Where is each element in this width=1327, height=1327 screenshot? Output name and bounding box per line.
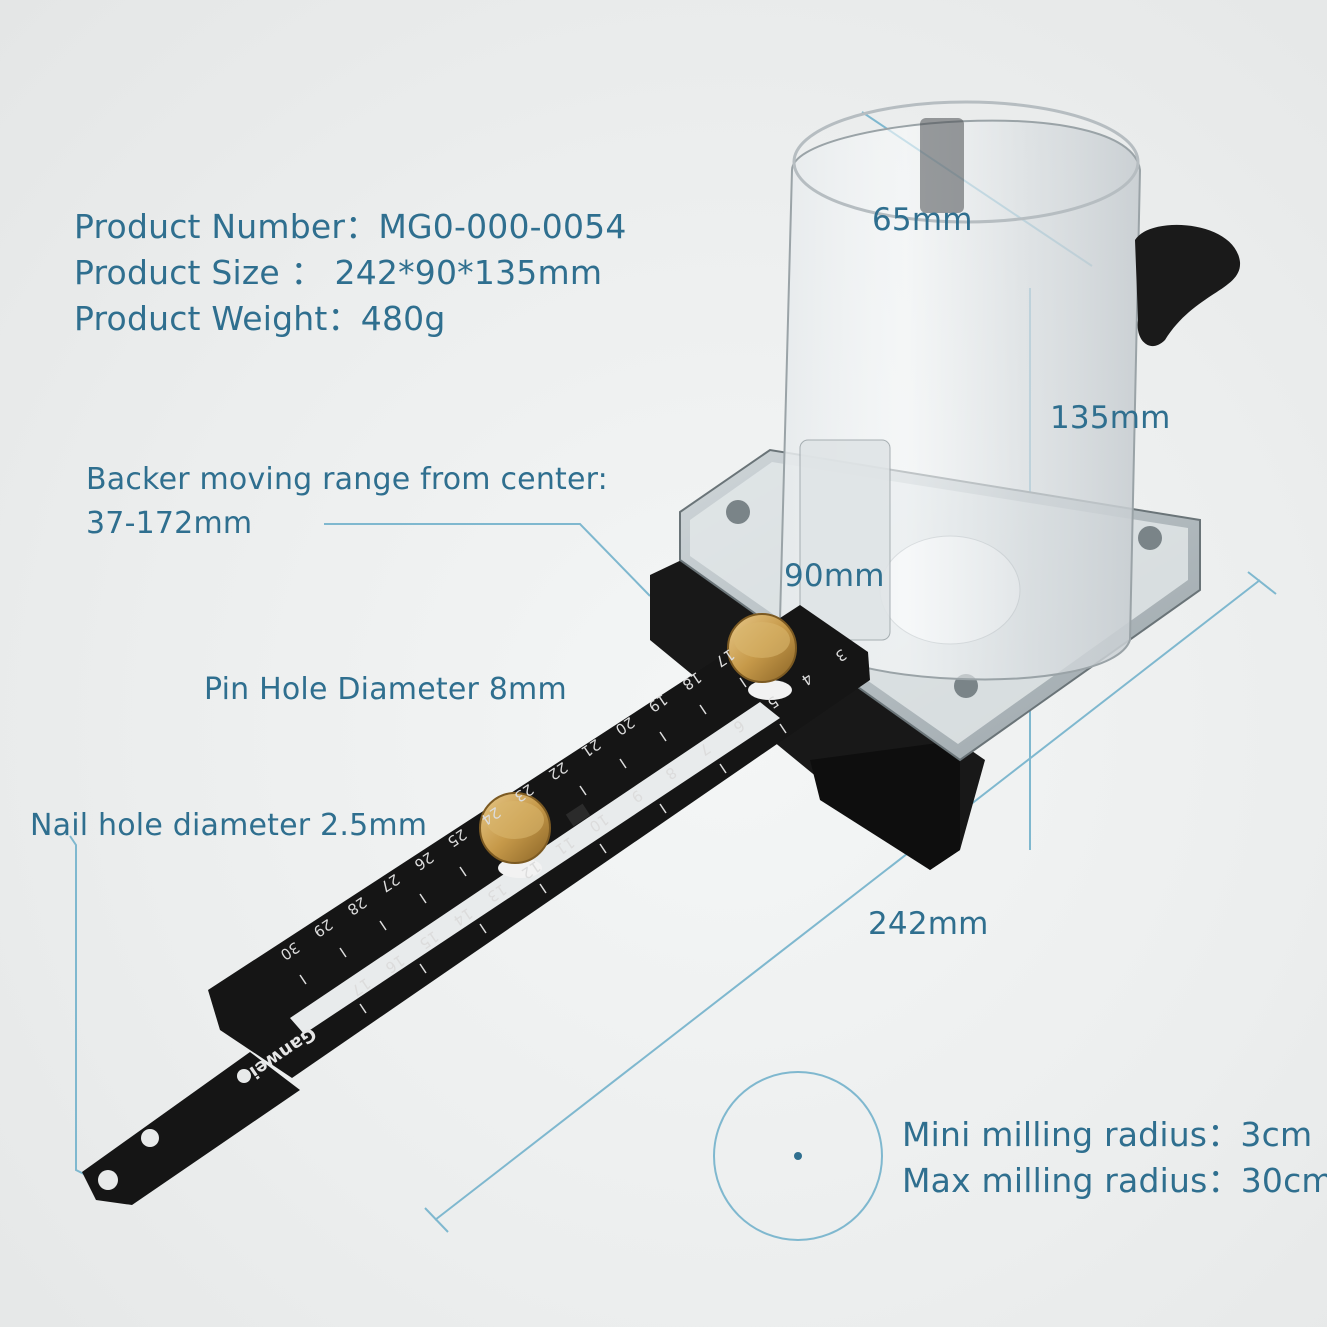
depth-dimension: 90mm	[784, 558, 885, 594]
product-size: Product Size ： 242*90*135mm	[74, 253, 603, 292]
backer-foot	[810, 740, 960, 870]
nail-guide-line	[69, 835, 97, 1181]
pin-hole-label: Pin Hole Diameter 8mm	[204, 672, 567, 707]
max-milling-radius: Max milling radius：30cm	[902, 1161, 1327, 1200]
length-dimension: 242mm	[868, 906, 989, 942]
product-weight: Product Weight：480g	[74, 299, 446, 338]
backer-range-label: Backer moving range from center:	[86, 462, 608, 497]
cylinder-rim	[792, 100, 1140, 224]
cylinder-inner-shadow	[920, 118, 964, 213]
product-number: Product Number：MG0-000-0054	[74, 207, 627, 246]
backer-range-value: 37-172mm	[86, 506, 253, 541]
ruler-scale-ticks	[299, 677, 787, 1014]
pin-knob[interactable]	[727, 613, 797, 700]
length-guide-cap-top	[1247, 571, 1277, 595]
length-guide-cap-bottom	[424, 1207, 449, 1233]
arm-hole	[237, 1069, 251, 1083]
height-dimension: 135mm	[1050, 400, 1171, 436]
nail-knob[interactable]	[479, 792, 551, 878]
base-screw-1	[726, 500, 750, 524]
milling-center-dot	[794, 1152, 802, 1160]
base-screw-2	[1138, 526, 1162, 550]
extension-hole	[141, 1129, 159, 1147]
clamp-knob	[1135, 224, 1241, 347]
nail-hole-label: Nail hole diameter 2.5mm	[30, 808, 428, 843]
milling-radius-circle	[713, 1071, 883, 1241]
ruler-extension-arm	[82, 1052, 300, 1205]
width-dimension: 65mm	[872, 202, 973, 238]
cylinder-clamp-ribs	[799, 439, 891, 641]
length-guide-line	[434, 579, 1261, 1221]
min-milling-radius: Mini milling radius：3cm	[902, 1115, 1313, 1154]
backer-guide-line	[324, 523, 651, 597]
nail-hole	[98, 1170, 118, 1190]
slider-clip	[565, 803, 591, 827]
